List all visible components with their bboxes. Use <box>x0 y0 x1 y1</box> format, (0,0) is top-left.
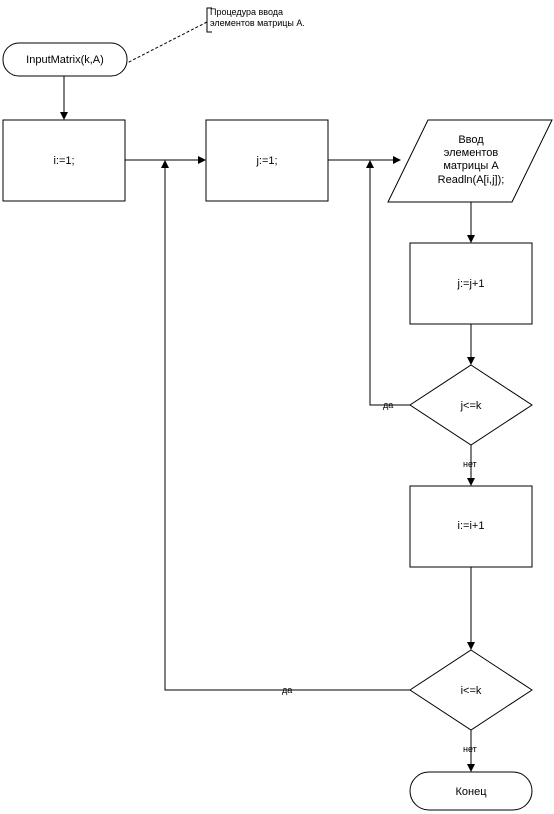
end-terminator: Конец <box>409 771 533 811</box>
inc-i-process: i:=i+1 <box>409 485 533 568</box>
input-data-block: Ввод элементов матрицы А Readln(A[i,j]); <box>387 119 553 203</box>
inc-j-label: j:=j+1 <box>457 278 485 290</box>
cond-i-no-label: нет <box>463 744 477 754</box>
comment-line-1: Процедура ввода <box>210 7 283 17</box>
start-label: InputMatrix(k,A) <box>26 54 104 66</box>
cond-i-label: i<=k <box>461 685 482 697</box>
edge-cond-i-yes-loop <box>161 160 410 691</box>
input-line-2: элементов <box>444 147 499 159</box>
inc-i-label: i:=i+1 <box>458 520 485 532</box>
inc-j-process: j:=j+1 <box>409 242 533 325</box>
init-j-process: j:=1; <box>205 119 329 202</box>
cond-j-yes-label: да <box>383 400 393 410</box>
input-line-4: Readln(A[i,j]); <box>438 174 505 186</box>
comment-bracket <box>206 7 212 33</box>
cond-j-label: j<=k <box>460 400 482 412</box>
comment-line-2: элементов матрицы А. <box>210 18 305 28</box>
input-line-3: матрицы А <box>443 160 499 172</box>
init-i-label: i:=1; <box>53 155 74 167</box>
end-label: Конец <box>455 786 487 798</box>
comment-annotation: Процедура ввода элементов матрицы А. <box>126 7 305 64</box>
cond-j-decision: j<=k <box>409 364 533 446</box>
cond-i-decision: i<=k <box>409 649 533 731</box>
comment-connector <box>126 21 208 64</box>
cond-i-yes-label: да <box>282 685 292 695</box>
start-terminator: InputMatrix(k,A) <box>2 42 128 77</box>
cond-j-no-label: нет <box>463 459 477 469</box>
init-j-label: j:=1; <box>255 155 277 167</box>
input-line-1: Ввод <box>458 134 484 146</box>
edge-cond-j-yes-loop <box>366 160 410 406</box>
init-i-process: i:=1; <box>2 119 126 202</box>
